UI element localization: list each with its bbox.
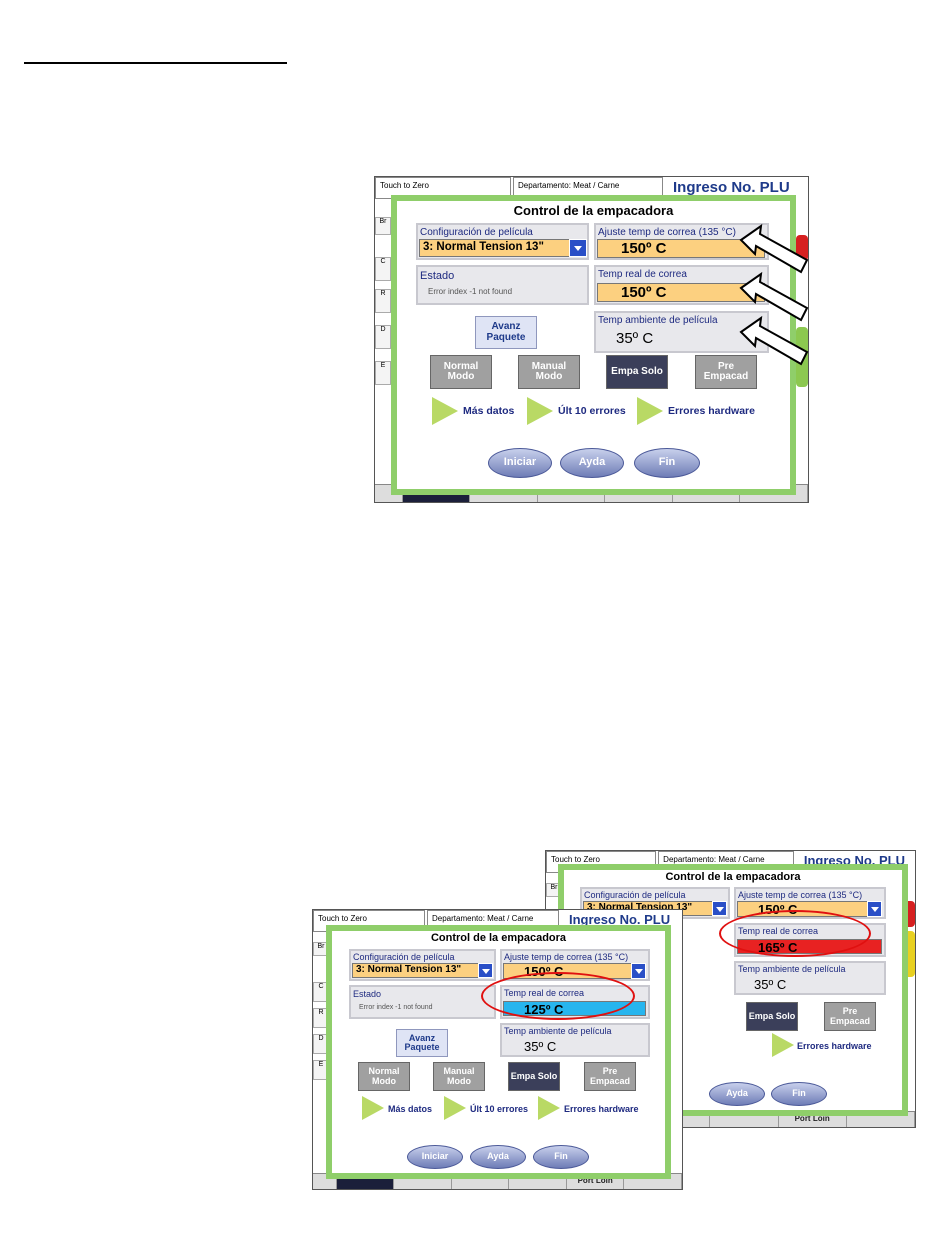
status-text: Error index -1 not found <box>359 1004 433 1011</box>
belt-actual-box: Temp real de correa 150º C <box>594 265 769 305</box>
film-ambient-value: 35º C <box>616 330 654 347</box>
bg-left-label: Br <box>313 942 329 956</box>
film-config-box: Configuración de película 3: Normal Tens… <box>349 949 496 981</box>
more-data-link[interactable]: Más datos <box>463 405 515 417</box>
bg-tab-label[interactable]: Port Loin <box>779 1112 847 1127</box>
help-button[interactable]: Ayda <box>709 1082 765 1106</box>
prepack-button[interactable]: Pre Empacad <box>695 355 757 389</box>
status-box: Estado Error index -1 not found <box>416 265 589 305</box>
start-button[interactable]: Iniciar <box>407 1145 463 1169</box>
more-data-icon[interactable] <box>362 1096 384 1120</box>
bg-tab-label[interactable]: Port Loin <box>567 1174 625 1189</box>
more-data-icon[interactable] <box>432 397 458 425</box>
panel-title: Control de la empacadora <box>513 203 674 218</box>
last-errors-link[interactable]: Últ 10 errores <box>470 1104 529 1114</box>
manual-mode-button[interactable]: Manual Modo <box>433 1062 485 1091</box>
prepack-button[interactable]: Pre Empacad <box>824 1002 876 1031</box>
prepack-button[interactable]: Pre Empacad <box>584 1062 636 1091</box>
chevron-down-icon[interactable] <box>631 963 646 979</box>
status-label: Estado <box>353 989 382 999</box>
belt-actual-value: 150º C <box>597 283 765 302</box>
film-ambient-value: 35º C <box>754 977 787 992</box>
panel-title: Control de la empacadora <box>665 871 801 883</box>
highlight-ellipse <box>481 972 635 1020</box>
panel-title: Control de la empacadora <box>430 932 567 944</box>
packager-screenshot-cold: Touch to Zero Departamento: Meat / Carne… <box>312 909 683 1190</box>
film-ambient-label: Temp ambiente de película <box>598 315 718 326</box>
help-button[interactable]: Ayda <box>560 448 624 478</box>
film-ambient-box: Temp ambiente de película 35º C <box>500 1023 650 1057</box>
film-ambient-box: Temp ambiente de película 35º C <box>594 311 769 353</box>
bg-left-label: D <box>375 325 391 349</box>
end-button[interactable]: Fin <box>533 1145 589 1169</box>
film-ambient-label: Temp ambiente de película <box>504 1026 612 1036</box>
normal-mode-button[interactable]: Normal Modo <box>430 355 492 389</box>
belt-setpoint-value[interactable]: 150º C <box>597 239 765 258</box>
wrap-only-button[interactable]: Empa Solo <box>606 355 668 389</box>
bg-left-label: C <box>375 257 391 281</box>
manual-mode-button[interactable]: Manual Modo <box>518 355 580 389</box>
background-title: Ingreso No. PLU <box>673 179 790 196</box>
film-ambient-value: 35º C <box>524 1039 557 1054</box>
hardware-errors-link[interactable]: Errores hardware <box>564 1104 639 1114</box>
advance-package-button[interactable]: Avanz Paquete <box>396 1029 448 1057</box>
hardware-errors-icon[interactable] <box>772 1033 794 1057</box>
belt-setpoint-label: Ajuste temp de correa (135 °C) <box>504 952 629 962</box>
end-button[interactable]: Fin <box>771 1082 827 1106</box>
start-button[interactable]: Iniciar <box>488 448 552 478</box>
last-errors-icon[interactable] <box>444 1096 466 1120</box>
help-button[interactable]: Ayda <box>470 1145 526 1169</box>
hardware-errors-link[interactable]: Errores hardware <box>668 405 755 417</box>
hardware-errors-icon[interactable] <box>637 397 663 425</box>
bg-left-label: E <box>375 361 391 385</box>
packager-control-panel: Control de la empacadora Configuración d… <box>326 925 671 1179</box>
arrow-icon <box>739 315 809 366</box>
hardware-errors-link[interactable]: Errores hardware <box>797 1041 872 1051</box>
status-box: Estado Error index -1 not found <box>349 985 496 1019</box>
last-errors-icon[interactable] <box>527 397 553 425</box>
film-ambient-label: Temp ambiente de película <box>738 964 846 974</box>
background-title: Ingreso No. PLU <box>569 912 671 927</box>
highlight-ellipse <box>719 910 871 957</box>
status-label: Estado <box>420 270 455 282</box>
chevron-down-icon[interactable] <box>867 901 882 917</box>
advance-package-button[interactable]: Avanz Paquete <box>475 316 537 349</box>
chevron-down-icon[interactable] <box>569 239 587 257</box>
last-errors-link[interactable]: Últ 10 errores <box>558 405 626 417</box>
chevron-down-icon[interactable] <box>712 901 727 916</box>
arrow-icon <box>739 223 809 274</box>
film-config-label: Configuración de película <box>353 952 455 962</box>
film-config-label: Configuración de película <box>420 227 533 238</box>
wrap-only-button[interactable]: Empa Solo <box>508 1062 560 1091</box>
bg-left-label: R <box>375 289 391 313</box>
film-config-label: Configuración de película <box>584 890 686 900</box>
arrow-icon <box>739 271 809 322</box>
packager-screenshot-1: Touch to Zero Departamento: Meat / Carne… <box>374 176 809 503</box>
annotation-arrows <box>739 223 809 366</box>
belt-setpoint-label: Ajuste temp de correa (135 °C) <box>598 227 736 238</box>
section-underline <box>24 62 287 64</box>
end-button[interactable]: Fin <box>634 448 700 478</box>
hardware-errors-icon[interactable] <box>538 1096 560 1120</box>
film-config-dropdown[interactable]: 3: Normal Tension 13" <box>419 239 586 257</box>
chevron-down-icon[interactable] <box>478 963 493 978</box>
belt-setpoint-box: Ajuste temp de correa (135 °C) 150º C <box>594 223 769 260</box>
bg-left-label: Br <box>375 217 391 235</box>
film-ambient-box: Temp ambiente de película 35º C <box>734 961 886 995</box>
packager-control-panel: Control de la empacadora Configuración d… <box>391 195 796 495</box>
belt-actual-label: Temp real de correa <box>598 269 687 280</box>
normal-mode-button[interactable]: Normal Modo <box>358 1062 410 1091</box>
status-text: Error index -1 not found <box>428 287 513 296</box>
film-config-dropdown[interactable]: 3: Normal Tension 13" <box>352 963 493 978</box>
wrap-only-button[interactable]: Empa Solo <box>746 1002 798 1031</box>
film-config-box: Configuración de película 3: Normal Tens… <box>416 223 589 260</box>
belt-setpoint-label: Ajuste temp de correa (135 °C) <box>738 890 863 900</box>
more-data-link[interactable]: Más datos <box>388 1104 433 1114</box>
